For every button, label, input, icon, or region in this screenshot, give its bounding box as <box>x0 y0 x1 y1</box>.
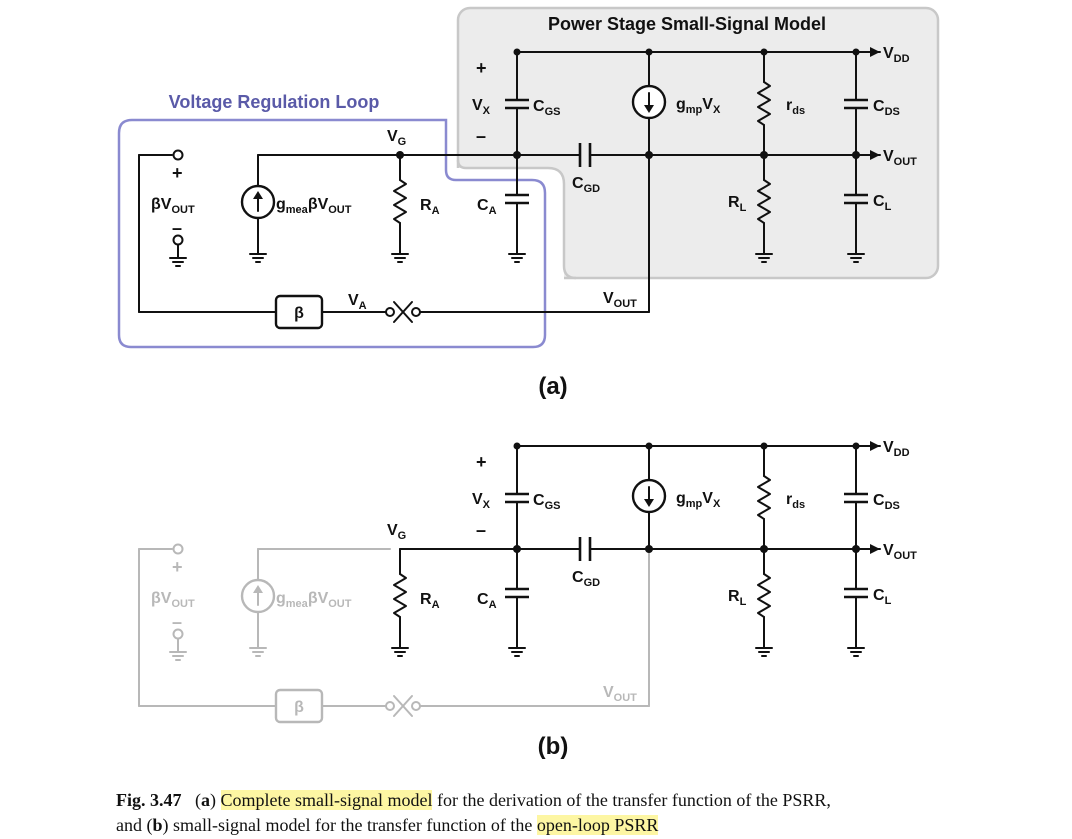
svg-text:–: – <box>476 520 486 540</box>
svg-text:CA: CA <box>477 591 497 611</box>
svg-text:gmeaβVOUT: gmeaβVOUT <box>276 590 352 610</box>
ca-label: CA <box>477 197 497 217</box>
vx-plus: + <box>476 58 487 78</box>
svg-text:CL: CL <box>873 587 892 607</box>
svg-text:VG: VG <box>387 522 406 542</box>
panel-a: Power Stage Small-Signal Model Voltage R… <box>117 6 940 400</box>
rds-label: rds <box>786 97 805 117</box>
svg-text:CDS: CDS <box>873 492 900 512</box>
vdd-label: VDD <box>883 45 910 65</box>
cgs-label: CGS <box>533 98 560 118</box>
power-stage-title: Power Stage Small-Signal Model <box>548 14 826 34</box>
ra-label: RA <box>420 197 440 217</box>
svg-text:CGD: CGD <box>572 569 600 589</box>
panel-b-label: (b) <box>538 733 569 760</box>
svg-text:RA: RA <box>420 591 440 611</box>
beta-block <box>274 294 324 330</box>
cl-label: CL <box>873 193 892 213</box>
vg-label: VG <box>387 128 406 148</box>
svg-text:+: + <box>172 557 183 577</box>
svg-text:CGS: CGS <box>533 492 560 512</box>
faded-loop: gmeaβVOUT + βVOUT – β VOUT <box>138 543 650 724</box>
svg-text:VOUT: VOUT <box>883 542 917 562</box>
figure-caption: Fig. 3.47 (a) Complete small-signal mode… <box>116 790 831 835</box>
figure-number: Fig. 3.47 <box>116 790 182 810</box>
cgd-label: CGD <box>572 175 600 195</box>
gmea-label: gmeaβVOUT <box>276 196 352 216</box>
gmp-label: gmpVX <box>676 96 721 116</box>
svg-text:+: + <box>172 163 183 183</box>
power-stage-box <box>456 6 940 280</box>
rl-label: RL <box>728 194 747 214</box>
svg-text:β: β <box>294 305 304 322</box>
vx-label: VX <box>472 97 491 117</box>
panel-b: gmeaβVOUT + βVOUT – β VOUT VDD VO <box>138 439 917 760</box>
svg-text:RL: RL <box>728 588 747 608</box>
va-label: VA <box>348 292 367 312</box>
vout-label: VOUT <box>883 148 917 168</box>
panel-a-label: (a) <box>538 373 567 400</box>
loop-box <box>117 118 547 349</box>
loop-title: Voltage Regulation Loop <box>169 92 380 112</box>
vx-minus: – <box>476 126 486 146</box>
vout-feedback-label: VOUT <box>603 290 637 310</box>
svg-text:VOUT: VOUT <box>603 684 637 704</box>
svg-text:β: β <box>294 699 304 716</box>
cds-label: CDS <box>873 98 900 118</box>
svg-text:βVOUT: βVOUT <box>151 590 195 610</box>
svg-text:VDD: VDD <box>883 439 910 459</box>
svg-text:–: – <box>172 612 182 632</box>
svg-text:rds: rds <box>786 491 805 511</box>
svg-text:+: + <box>476 452 487 472</box>
caption-highlight-2: open-loop PSRR <box>536 815 659 835</box>
power-stage-notch <box>456 168 564 282</box>
svg-text:VX: VX <box>472 491 491 511</box>
svg-text:–: – <box>172 218 182 238</box>
bvout-label: βVOUT <box>151 196 195 216</box>
svg-text:gmpVX: gmpVX <box>676 490 721 510</box>
caption-highlight-1: Complete small-signal model <box>220 790 433 810</box>
